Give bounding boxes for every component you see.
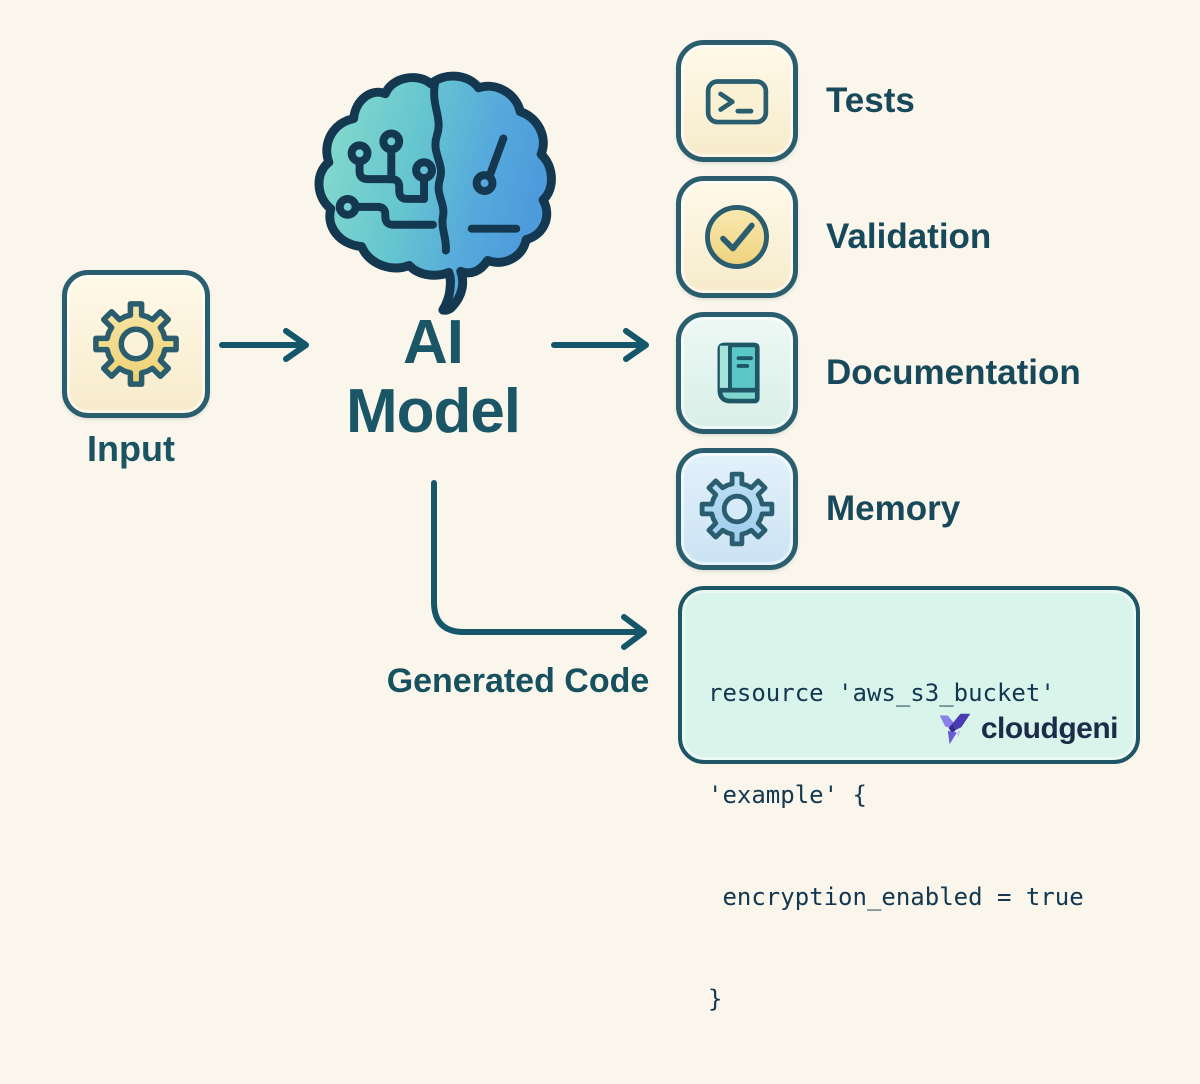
documentation-node [676, 311, 798, 434]
tests-label: Tests [826, 80, 915, 120]
brand-name: cloudgeni [980, 712, 1119, 745]
output-row-documentation: Documentation [676, 311, 1081, 434]
ai-model-diagram: Input AI [62, 39, 1140, 1013]
tests-node [676, 39, 798, 162]
brand-lockup: cloudgeni [937, 710, 1119, 748]
memory-node [676, 447, 798, 570]
generated-code-box: resource 'aws_s3_bucket' 'example' { enc… [678, 586, 1140, 1013]
validation-label: Validation [826, 216, 992, 256]
output-row-tests: Tests [676, 39, 1081, 162]
outputs-column: Tests Validation [676, 39, 1081, 588]
ai-model-title-line2: Model [345, 377, 521, 447]
input-label: Input [87, 428, 175, 469]
documentation-label: Documentation [826, 352, 1081, 392]
book-icon [717, 342, 760, 403]
ai-model-title: AI Model [283, 308, 583, 447]
memory-label: Memory [826, 488, 961, 528]
code-line: encryption_enabled = true [708, 883, 1084, 911]
gear-icon [93, 301, 179, 387]
cloudgeni-logo [939, 713, 971, 745]
code-snippet: resource 'aws_s3_bucket' 'example' { enc… [708, 608, 1122, 1084]
gear-icon [699, 471, 775, 546]
code-line: } [708, 985, 723, 1013]
circuit-brain-icon [314, 71, 556, 315]
check-circle-icon [705, 204, 769, 269]
generated-code-label: Generated Code [386, 662, 650, 700]
ai-model-title-line1: AI [403, 308, 464, 377]
output-row-validation: Validation [676, 175, 1081, 298]
terminal-icon [705, 78, 769, 124]
arrow-model-to-outputs [551, 328, 649, 362]
output-row-memory: Memory [676, 447, 1081, 570]
code-line: resource 'aws_s3_bucket' [708, 679, 1055, 707]
arrow-input-to-model [219, 328, 309, 362]
code-line: 'example' { [708, 781, 867, 809]
arrow-model-to-code [431, 480, 647, 650]
input-node [62, 270, 210, 418]
validation-node [676, 175, 798, 298]
